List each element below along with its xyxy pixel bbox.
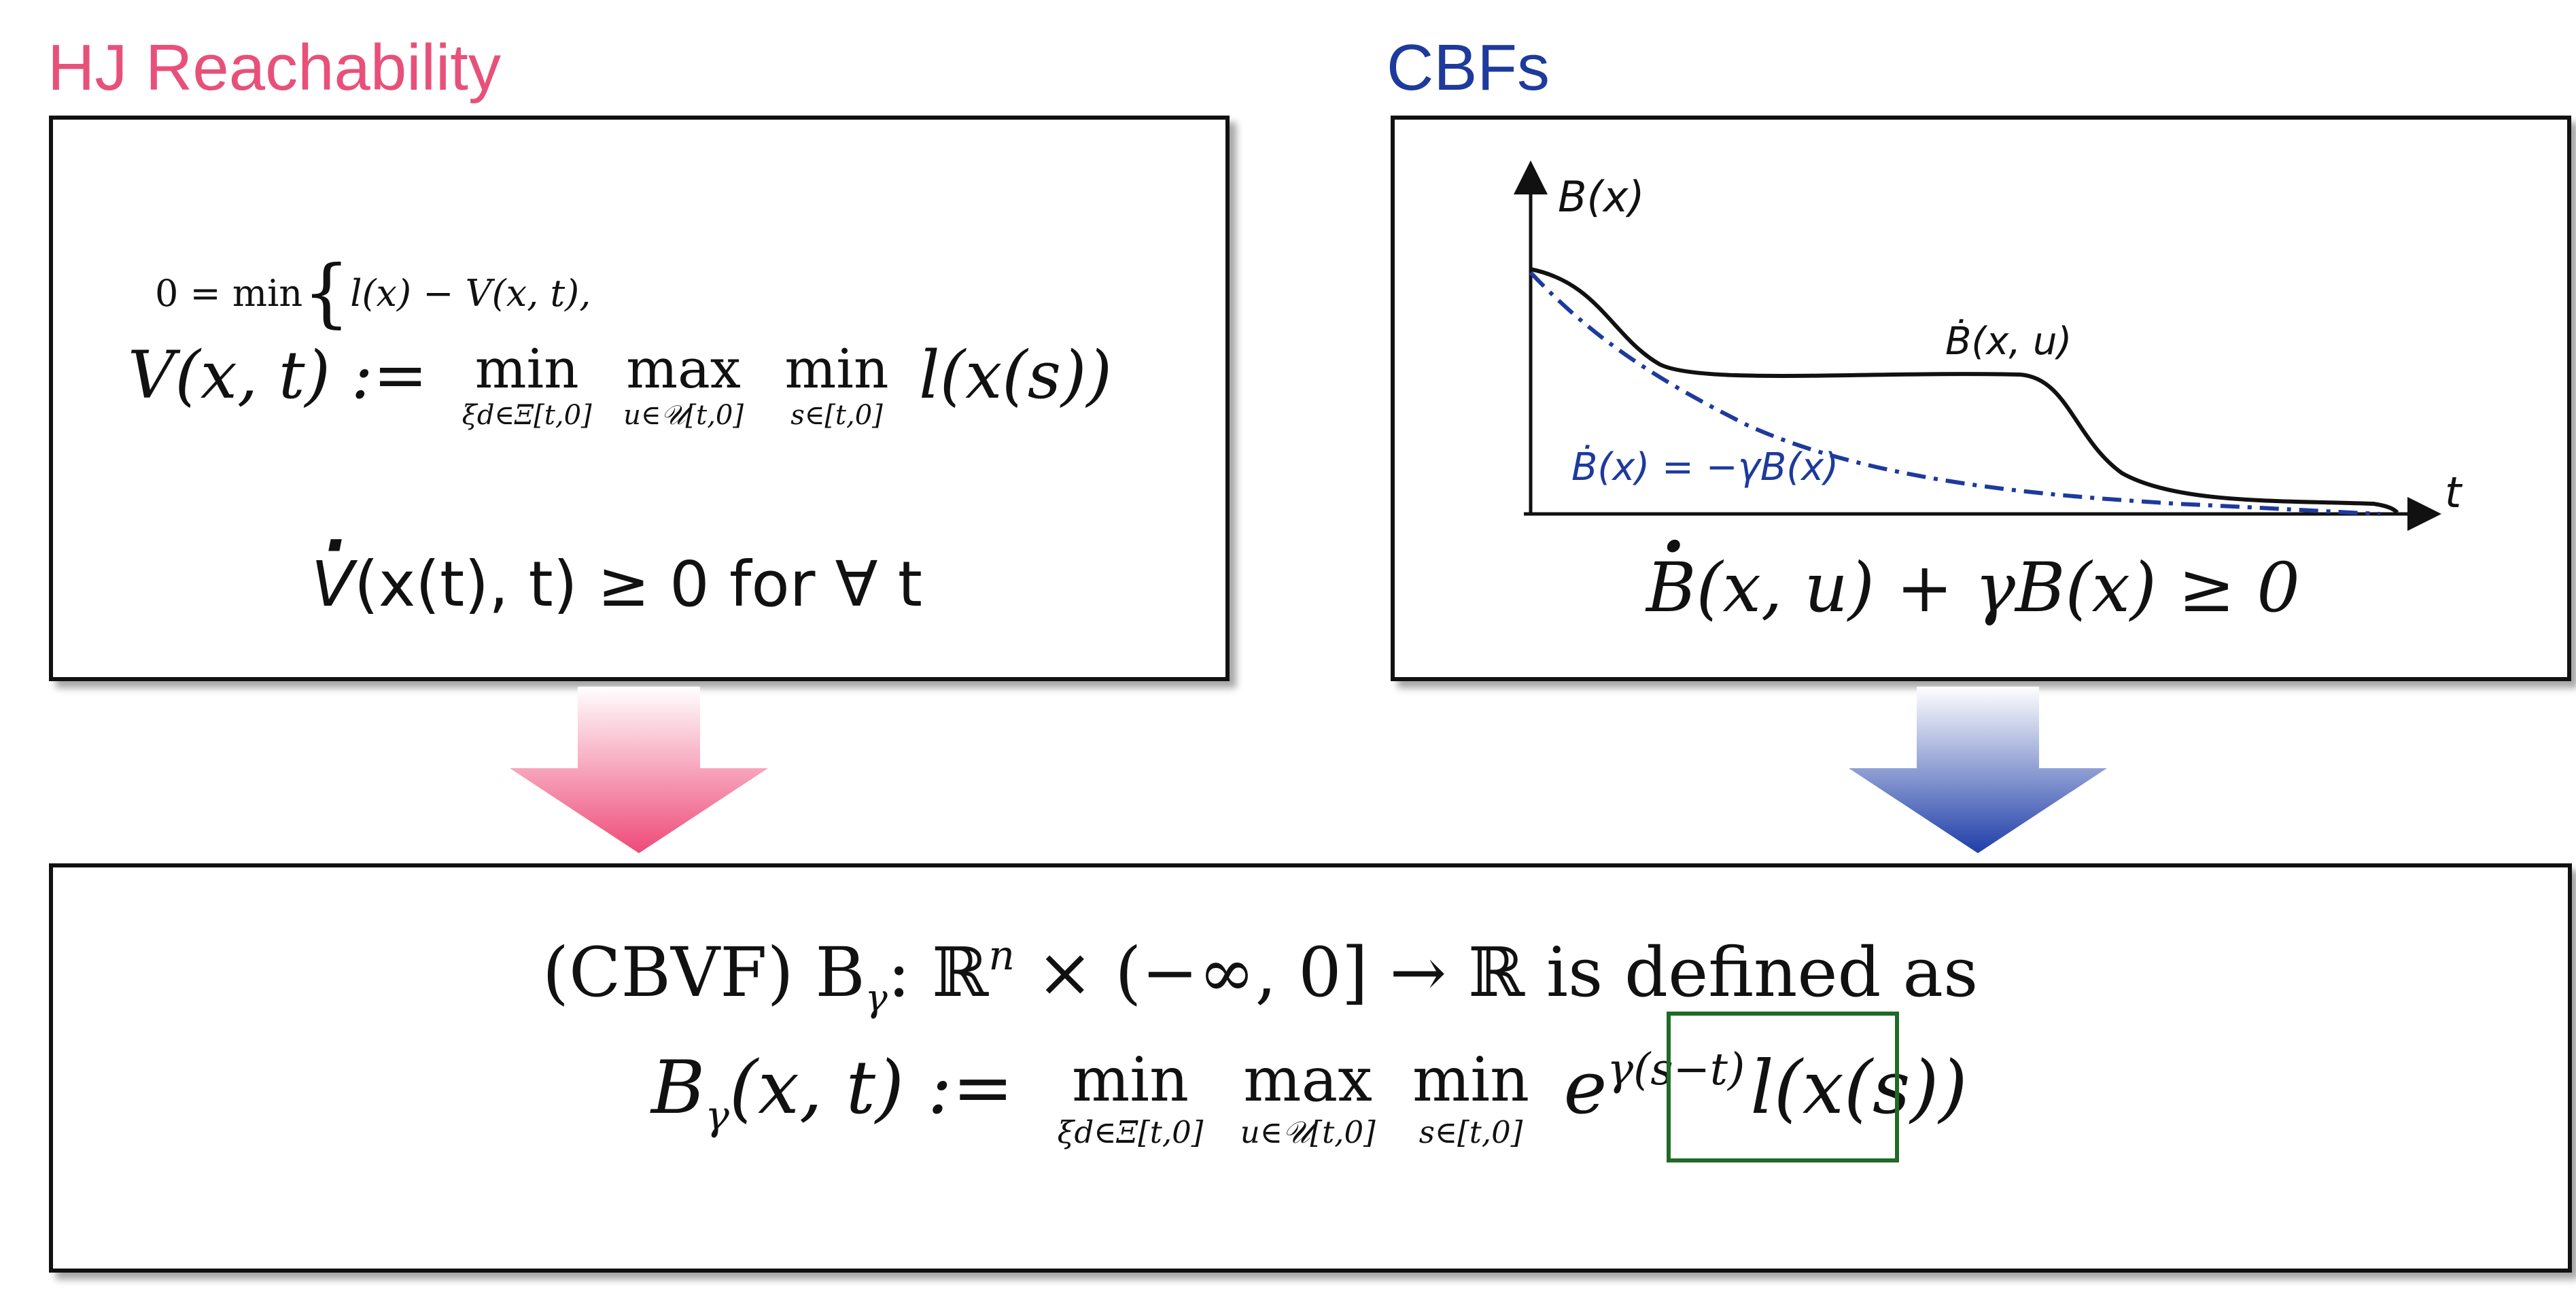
cbf-sketch: B(x) t Ḃ(x, u) Ḃ(x) = −γB(x) (1514, 160, 2463, 531)
dashed-curve-label: Ḃ(x) = −γB(x) (1571, 445, 1839, 489)
cbvf-exponential-term: eγ(s−t) (1563, 1044, 1745, 1131)
cbf-down-arrow (1849, 687, 2107, 853)
hj-condition-rest: (x(t), t) ≥ 0 for ∀ t (353, 548, 922, 621)
cbf-condition-var: B (1646, 548, 1696, 627)
cbvf-min2-sub: s∈[t,0] (1418, 1114, 1523, 1150)
brace-icon: { (302, 249, 351, 336)
solid-barrier-curve (1530, 267, 2399, 515)
y-axis-label: B(x) (1558, 172, 1645, 222)
cbf-condition: B(x, u) + γB(x) ≥ 0 (1646, 548, 2300, 627)
cbvf-line1: (CBVF) Bγ: ℝn × (−∞, 0] → ℝ is defined a… (542, 932, 1979, 1020)
hj-eq1-body: l(x) − V(x, t), (350, 272, 591, 315)
hj-min-sub: ξd∈Ξ[t,0] (462, 400, 592, 431)
hj-down-arrow (510, 687, 768, 853)
cbvf-min-sub: ξd∈Ξ[t,0] (1057, 1114, 1204, 1150)
cbvf-line1-label: (CBVF) B (542, 933, 865, 1012)
hj-eq1-prefix: 0 = min (155, 272, 303, 315)
hj-eq1: 0 = min{l(x) − V(x, t), (155, 249, 591, 336)
cbvf-line1-tail: × (−∞, 0] → ℝ is defined as (1015, 933, 1979, 1012)
x-axis-label: t (2445, 468, 2463, 517)
cbf-plot-box: B(x) t Ḃ(x, u) Ḃ(x) = −γB(x) B(x, u) + γ… (1391, 116, 2571, 681)
cbvf-line1-rest: : ℝ (887, 933, 989, 1012)
hj-condition: V(x(t), t) ≥ 0 for ∀ t (311, 548, 922, 621)
hj-eq2-lhs: V(x, t) := (128, 337, 428, 413)
cbvf-tail: l(x(s)) (1750, 1046, 1968, 1131)
hj-eq2-rhs: l(x(s)) (918, 337, 1112, 413)
hj-reachability-title: HJ Reachability (48, 31, 501, 104)
hj-min2-sub: s∈[t,0] (790, 400, 883, 431)
cbf-condition-rest: (x, u) + γB(x) ≥ 0 (1696, 548, 2300, 627)
hj-condition-var: V (311, 548, 354, 621)
cbvf-definition-box: (CBVF) Bγ: ℝn × (−∞, 0] → ℝ is defined a… (49, 863, 2572, 1273)
exponential-highlight-box (1667, 1012, 1899, 1162)
cbvf-max-sub: u∈𝒰[t,0] (1240, 1114, 1376, 1150)
cbfs-title: CBFs (1387, 31, 1550, 104)
hj-max-sub: u∈𝒰[t,0] (623, 400, 744, 431)
dashed-decay-curve (1529, 271, 2381, 516)
curve-label: Ḃ(x, u) (1945, 320, 2072, 364)
cbvf-lhs: B (651, 1046, 706, 1131)
